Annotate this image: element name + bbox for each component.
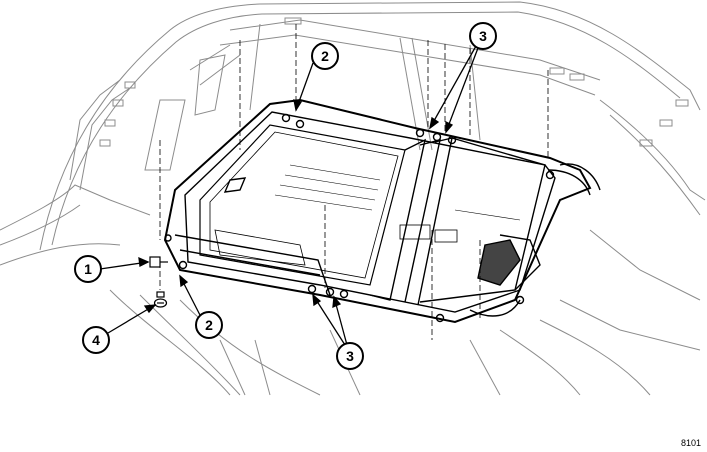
callout-4: 4 [82,326,110,354]
callout-3-bottom: 3 [336,342,364,370]
callout-label: 4 [92,332,100,348]
callout-label: 3 [479,28,487,44]
mounting-screw [153,291,168,308]
callout-2-bottom: 2 [195,311,223,339]
callout-label: 2 [205,317,213,333]
callout-label: 3 [346,348,354,364]
callout-2-top: 2 [311,42,339,70]
leader-lines [99,45,479,346]
alignment-lines [159,24,549,340]
stud-clip [149,256,168,268]
callout-1: 1 [74,255,102,283]
callout-3-top: 3 [469,22,497,50]
callout-label: 1 [84,261,92,277]
callout-label: 2 [321,48,329,64]
sunroof-module [163,98,601,324]
figure-number: 8101 [680,438,701,448]
